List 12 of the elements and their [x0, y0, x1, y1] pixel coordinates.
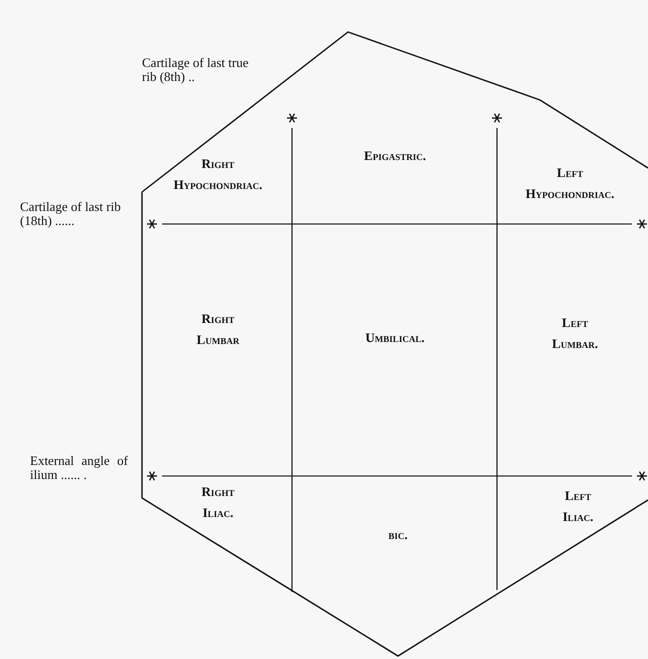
region-label: Umbilical.: [365, 329, 425, 347]
region-label: Left Lumbar.: [552, 314, 598, 353]
landmark-note: Cartilage of last true rib (8th) ..: [142, 56, 250, 84]
region-label: Right Hypochondriac.: [174, 155, 262, 194]
landmark-note: External angle of ilium ...... .: [30, 454, 128, 482]
region-label: Right Lumbar: [196, 310, 240, 349]
landmark-note: Cartilage of last rib (18th) ......: [20, 200, 122, 228]
region-label: bic.: [388, 526, 408, 544]
region-label: Right Iliac.: [202, 483, 234, 522]
region-label: Epigastric.: [364, 147, 426, 165]
region-label: Left Iliac.: [562, 487, 594, 526]
region-label: Left Hypochondriac.: [526, 164, 614, 203]
